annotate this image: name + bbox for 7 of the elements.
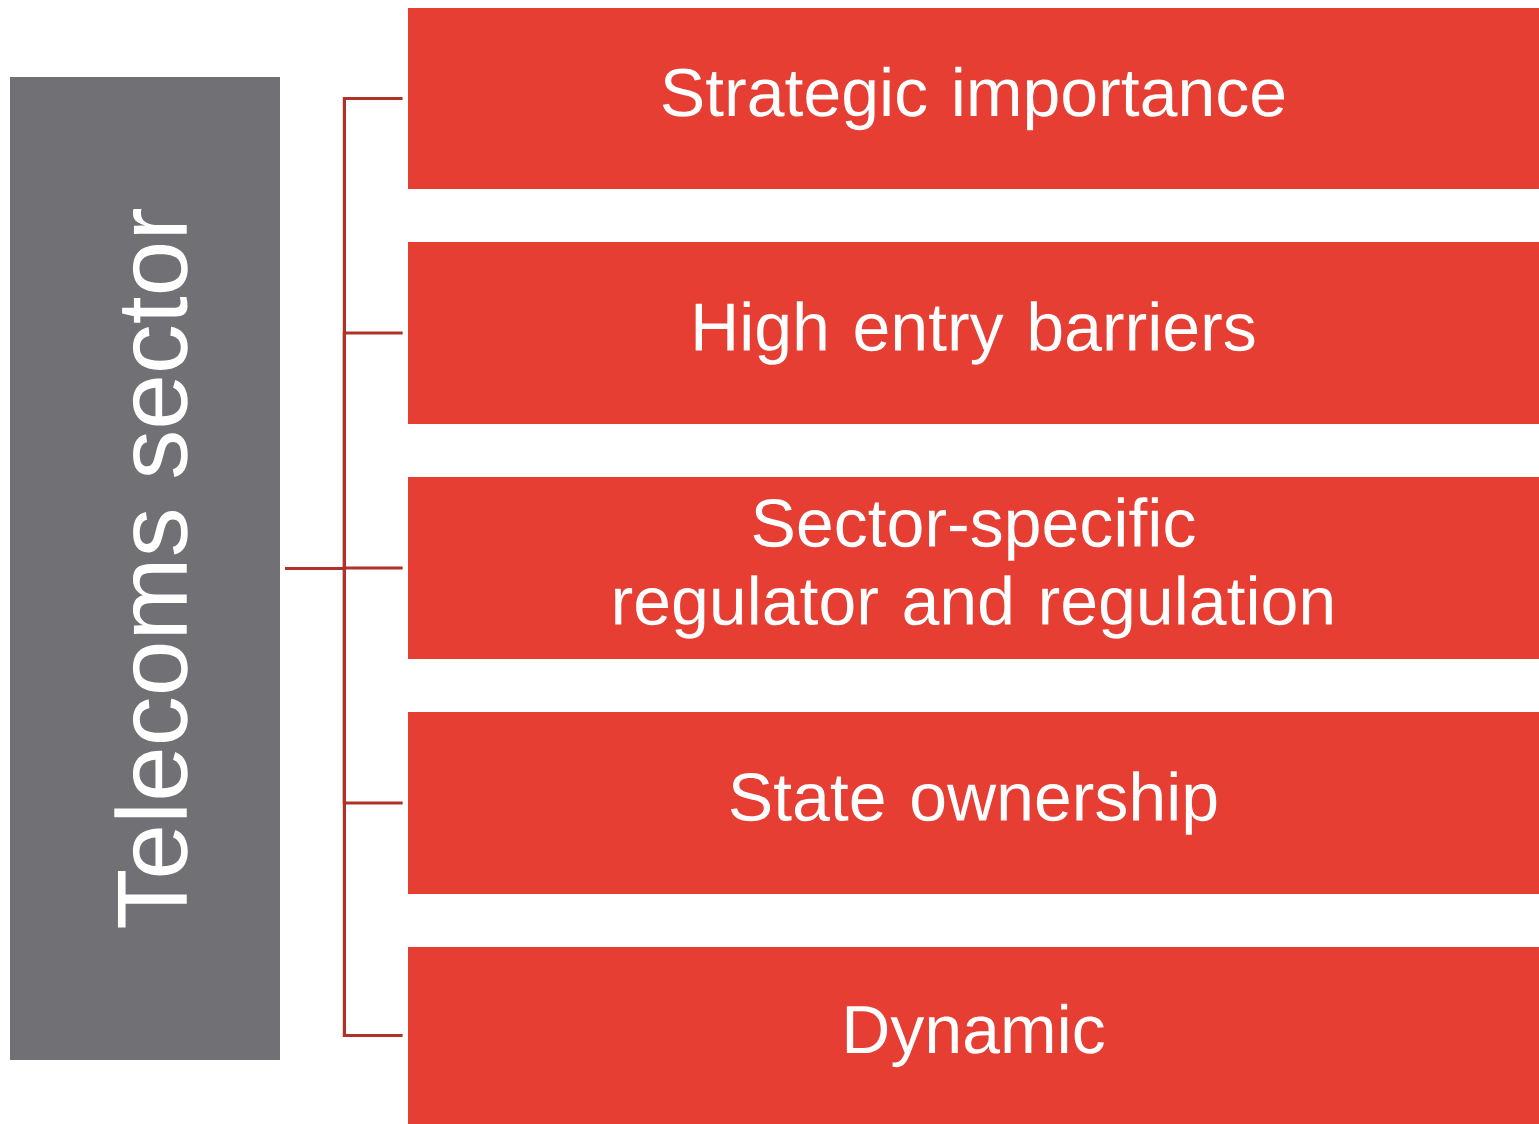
feature-box: Sector-specific regulator and regulation — [408, 477, 1539, 659]
feature-box: Dynamic — [408, 947, 1539, 1124]
feature-box: Strategic importance — [408, 8, 1539, 189]
feature-box: High entry barriers — [408, 242, 1539, 424]
category-box: Telecoms sector — [10, 77, 280, 1060]
feature-box: State ownership — [408, 712, 1539, 894]
connector-line — [285, 566, 403, 1038]
